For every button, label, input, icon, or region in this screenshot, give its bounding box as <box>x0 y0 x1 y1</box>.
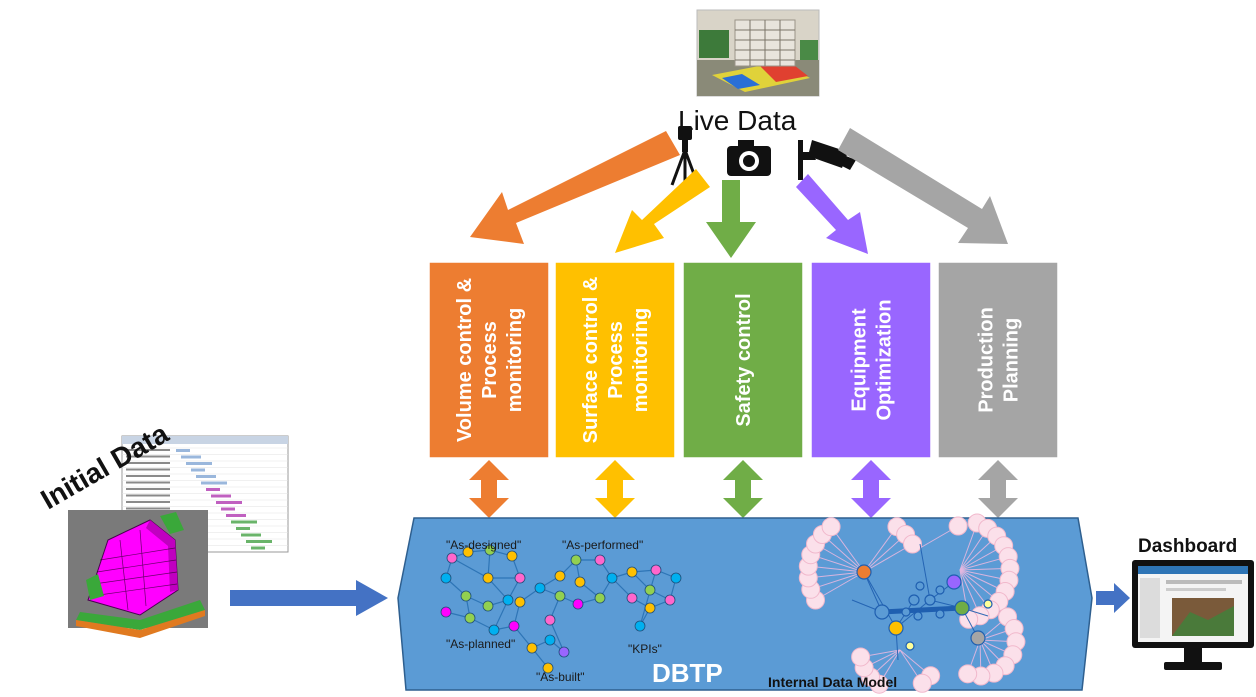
module-box-3 <box>682 261 804 459</box>
internal-data-model-label: Internal Data Model <box>768 674 897 690</box>
module-label-line: Volume control & <box>454 278 476 442</box>
data-model-node <box>821 517 841 537</box>
bim-building-model-image <box>68 510 208 638</box>
module-label-line: Process <box>605 321 627 399</box>
live-data-title: Live Data <box>678 105 797 136</box>
cctv-camera-icon <box>798 140 856 180</box>
module-box-5 <box>937 261 1059 459</box>
module-box-4 <box>810 261 932 459</box>
internal-data-model-graph <box>798 513 1026 694</box>
module-dbtp-double-arrow-5 <box>978 460 1018 518</box>
module-dbtp-double-arrow-3 <box>723 460 763 518</box>
dbtp-label: DBTP <box>652 658 723 688</box>
module-dbtp-double-arrow-4 <box>851 460 891 518</box>
kpis-label: "KPIs" <box>628 642 662 656</box>
dbtp-to-dashboard-arrow <box>1096 583 1130 613</box>
data-model-node <box>948 516 968 536</box>
live-data-arrow-surface <box>615 169 710 253</box>
data-model-node <box>851 647 871 667</box>
module-label-line: Surface control & <box>580 277 602 444</box>
as-planned-label: "As-planned" <box>446 637 515 651</box>
module-label-3: Safety control <box>733 293 755 426</box>
live-data-arrow-production <box>838 128 1008 244</box>
module-label-line: Production <box>976 307 998 413</box>
live-data-arrow-safety <box>706 180 756 258</box>
module-box-2 <box>554 261 676 459</box>
construction-site-photo <box>696 9 820 97</box>
dashboard-title: Dashboard <box>1138 536 1237 557</box>
module-label-line: Process <box>479 321 501 399</box>
live-data-arrow-equipment <box>796 174 868 254</box>
as-designed-label: "As-designed" <box>446 538 521 552</box>
data-model-node <box>902 534 922 554</box>
module-box-1 <box>428 261 550 459</box>
module-label-line: monitoring <box>504 308 526 412</box>
as-performed-label: "As-performed" <box>562 538 643 552</box>
module-dbtp-double-arrow-2 <box>595 460 635 518</box>
camera-icon <box>727 140 771 176</box>
initial-to-dbtp-arrow <box>230 580 388 616</box>
module-label-line: Planning <box>1001 318 1023 402</box>
data-model-node <box>912 673 932 693</box>
data-model-node <box>958 664 978 684</box>
module-dbtp-double-arrow-1 <box>469 460 509 518</box>
module-label-line: monitoring <box>630 308 652 412</box>
dbtp-knowledge-graph <box>440 544 682 674</box>
module-label-line: Safety control <box>733 293 755 426</box>
as-built-label: "As-built" <box>536 670 585 684</box>
module-label-line: Equipment <box>849 308 871 412</box>
live-data-arrow-volume <box>470 131 680 244</box>
module-label-line: Optimization <box>874 299 896 420</box>
dashboard-monitor-icon <box>1132 560 1254 670</box>
